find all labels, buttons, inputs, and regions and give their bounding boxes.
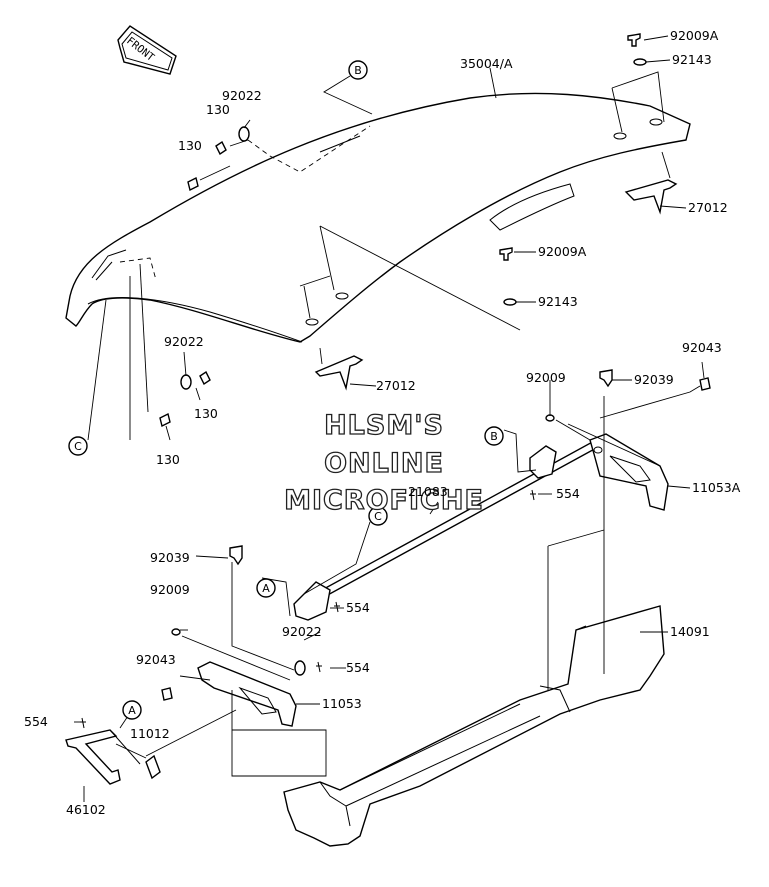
part-label-11053: 11053 xyxy=(322,696,362,711)
part-label-92022-mid: 92022 xyxy=(164,334,204,349)
part-label-554-lower: 554 xyxy=(346,660,370,675)
part-label-130-b: 130 xyxy=(178,138,202,153)
clip-27012-lower-part xyxy=(314,355,364,391)
callout-b-upper: B xyxy=(348,60,368,80)
part-label-130-a: 130 xyxy=(206,102,230,117)
bracket-11053-part xyxy=(197,661,297,727)
part-label-92022-upper: 92022 xyxy=(222,88,262,103)
clip-27012-upper-part xyxy=(624,179,678,215)
hinge-plate-left-part xyxy=(293,581,331,621)
part-label-11053a: 11053A xyxy=(692,480,741,495)
hinge-plate-right-part xyxy=(529,445,557,479)
part-label-92009a-upper: 92009A xyxy=(670,28,719,43)
top-cover-part xyxy=(65,92,691,343)
leader-lines xyxy=(74,35,705,802)
part-label-92009-right: 92009 xyxy=(526,370,566,385)
callout-c-upper: C xyxy=(68,436,88,456)
part-label-92143-mid: 92143 xyxy=(538,294,578,309)
part-label-554-mid: 554 xyxy=(346,600,370,615)
svg-text:C: C xyxy=(374,510,382,523)
cotter-pins xyxy=(80,489,536,729)
bracket-11053a-part xyxy=(589,433,669,511)
svg-text:B: B xyxy=(354,64,362,77)
part-label-130-c: 130 xyxy=(194,406,218,421)
fasteners-upper xyxy=(159,33,647,428)
part-labels: 35004/A 92009A 92143 27012 92022 130 130… xyxy=(24,28,741,817)
part-label-14091: 14091 xyxy=(670,624,710,639)
part-label-11012: 11012 xyxy=(130,726,170,741)
front-arrow-icon: FRONT xyxy=(117,25,177,75)
part-label-92022-lower: 92022 xyxy=(282,624,322,639)
part-label-92009a-mid: 92009A xyxy=(538,244,587,259)
skid-plate-14091-part xyxy=(283,605,665,847)
part-label-27012-mid: 27012 xyxy=(376,378,416,393)
part-label-92009-left: 92009 xyxy=(150,582,190,597)
part-label-130-d: 130 xyxy=(156,452,180,467)
part-label-27012-upper: 27012 xyxy=(688,200,728,215)
part-label-92143-upper: 92143 xyxy=(672,52,712,67)
pin-and-rod-part xyxy=(65,729,161,785)
watermark-line-1: HLSM'S xyxy=(324,410,444,441)
fasteners-lower xyxy=(161,369,711,701)
svg-text:A: A xyxy=(262,582,270,595)
callout-a-middle: A xyxy=(256,578,276,598)
watermark: HLSM'S ONLINE MICROFICHE xyxy=(283,409,484,516)
svg-text:A: A xyxy=(128,704,136,717)
part-label-92039-right: 92039 xyxy=(634,372,674,387)
svg-text:C: C xyxy=(74,440,82,453)
part-label-46102: 46102 xyxy=(66,802,106,817)
svg-text:B: B xyxy=(490,430,498,443)
part-label-92039-left: 92039 xyxy=(150,550,190,565)
part-label-554-left: 554 xyxy=(24,714,48,729)
watermark-line-2: ONLINE xyxy=(324,448,444,479)
part-label-554-right: 554 xyxy=(556,486,580,501)
callout-c-lower: C xyxy=(368,506,388,526)
part-label-92043-right: 92043 xyxy=(682,340,722,355)
part-label-92043-left: 92043 xyxy=(136,652,176,667)
callout-a-lower: A xyxy=(122,700,142,720)
part-label-21083: 21083 xyxy=(408,484,448,499)
part-label-35004a: 35004/A xyxy=(460,56,513,71)
watermark-line-3: MICROFICHE xyxy=(284,485,484,516)
callout-b-lower: B xyxy=(484,426,504,446)
